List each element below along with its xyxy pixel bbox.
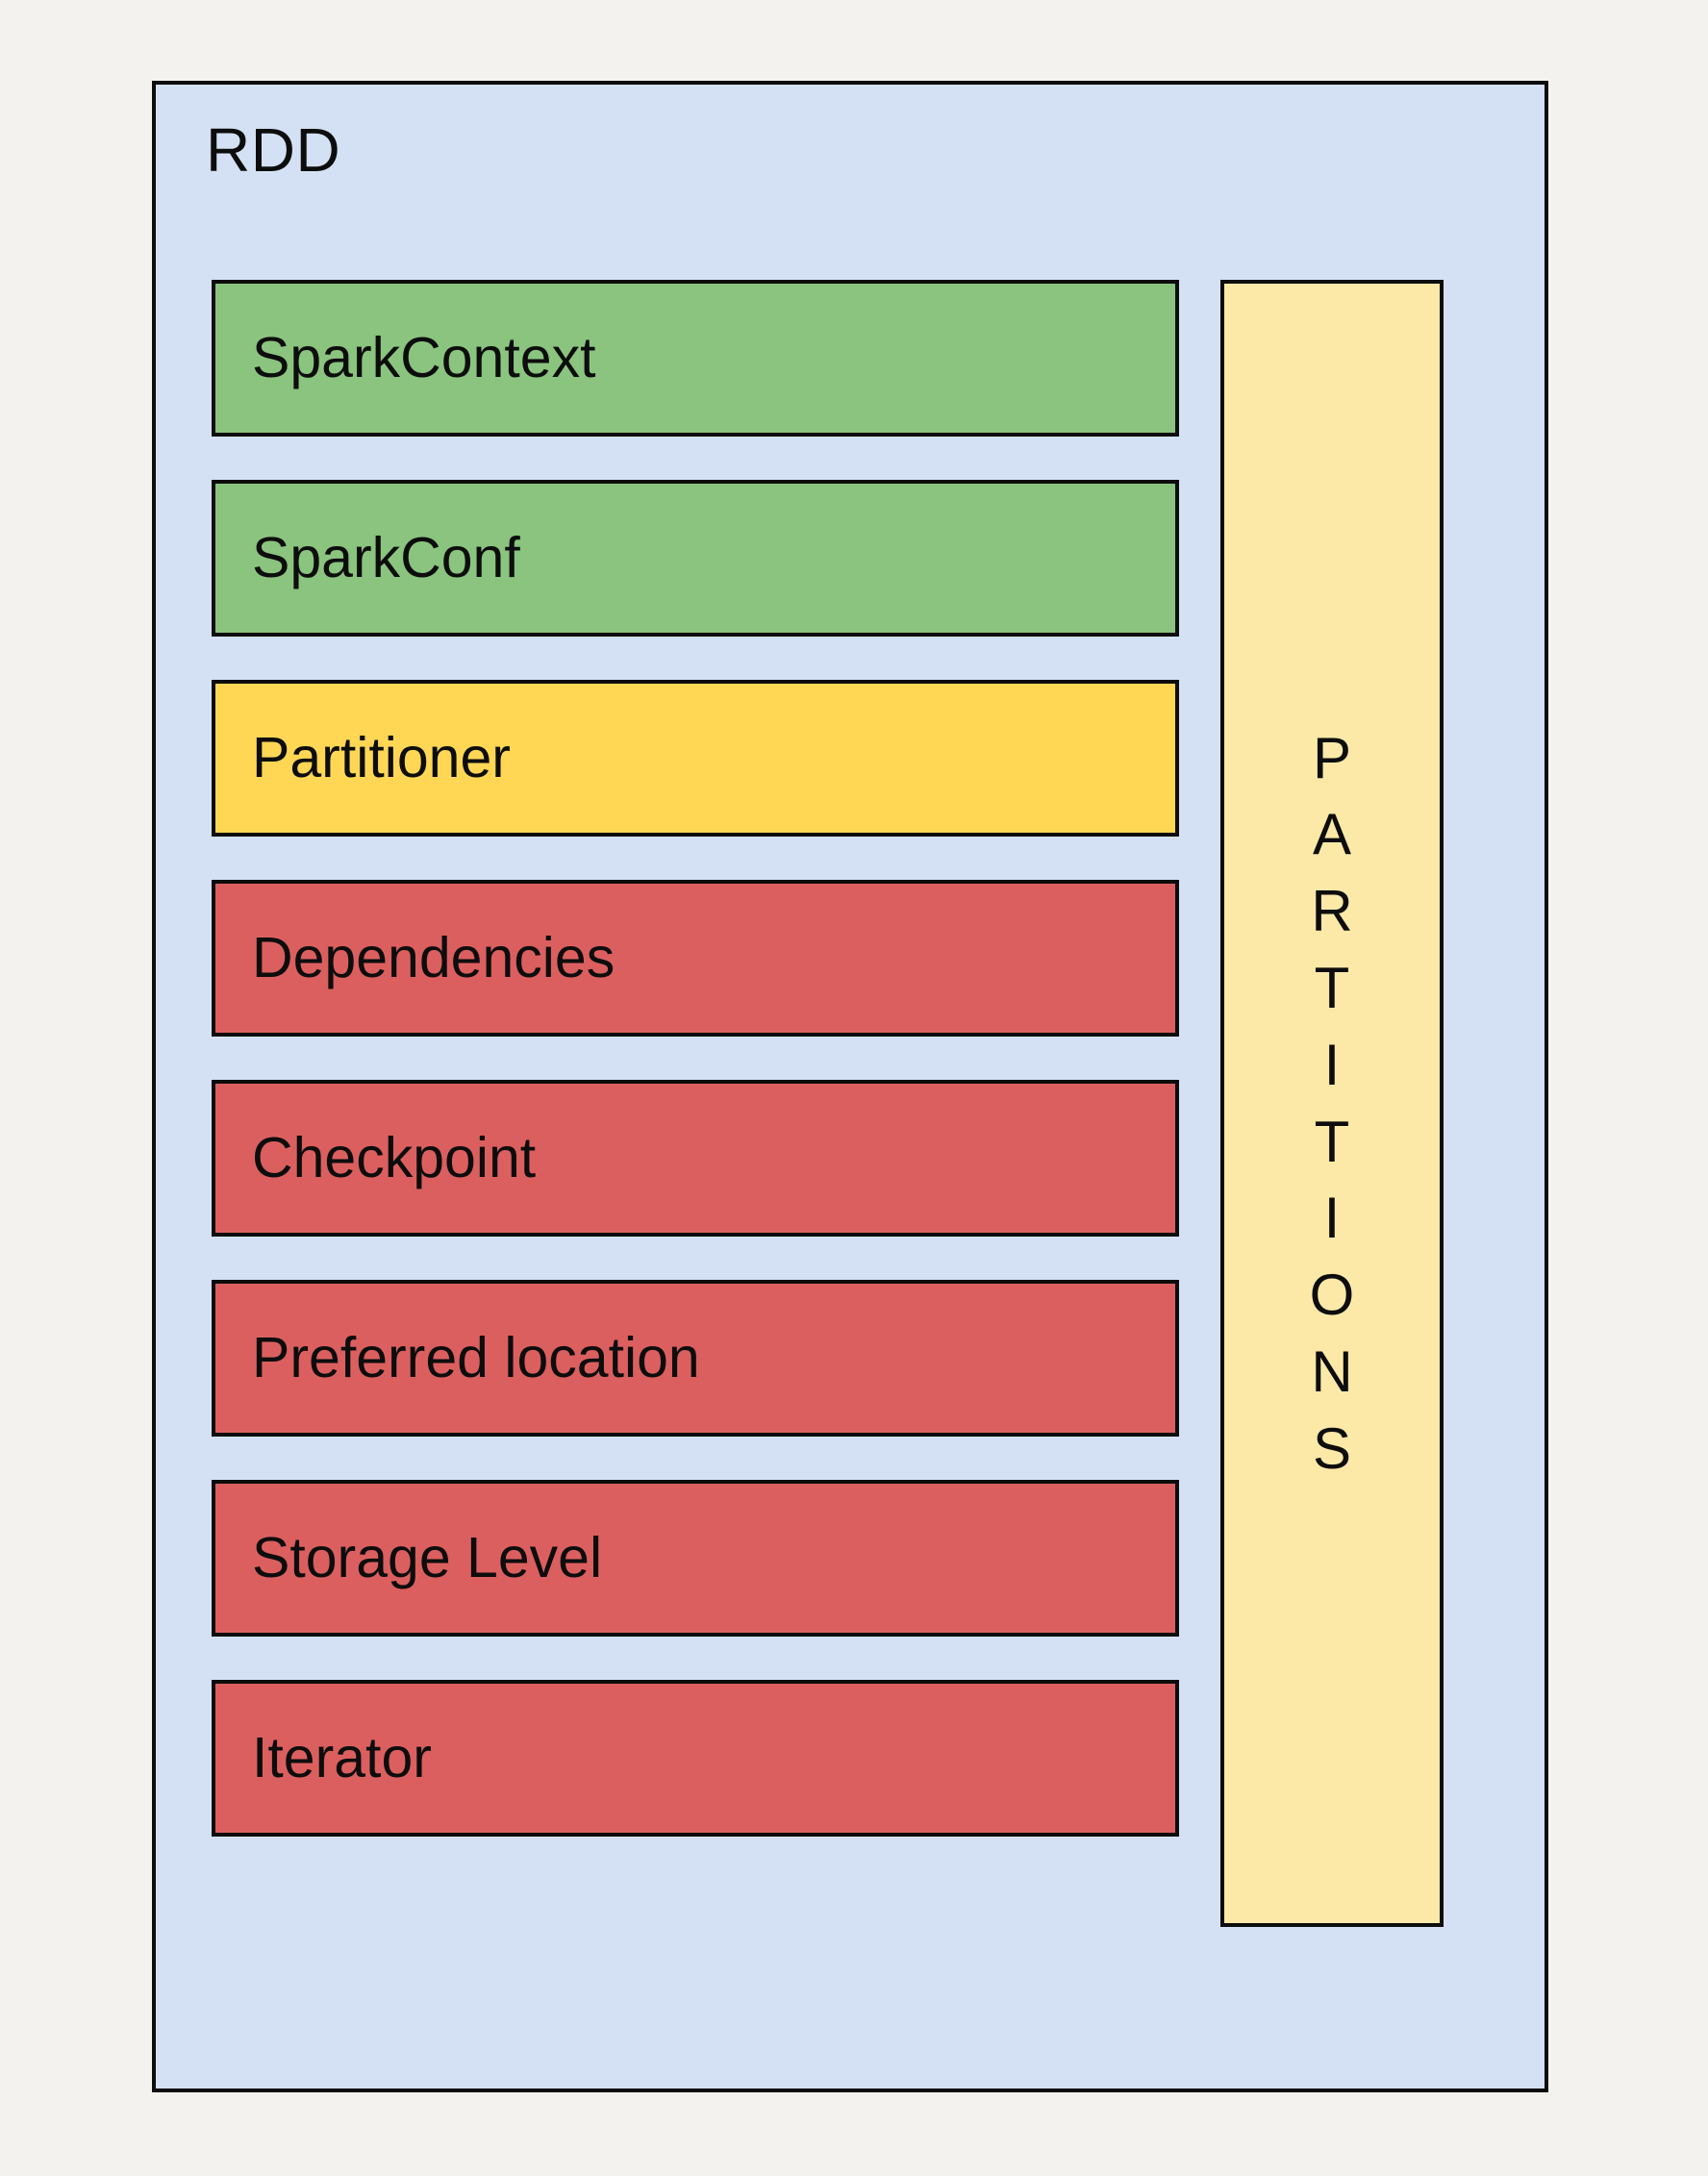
- partitions-letter: T: [1314, 1109, 1350, 1174]
- partitions-letter: I: [1323, 1186, 1341, 1251]
- rdd-title: RDD: [206, 115, 341, 185]
- attribute-label: Preferred location: [252, 1326, 700, 1389]
- attribute-box-iterator[interactable]: Iterator: [212, 1680, 1179, 1837]
- rdd-container: RDD SparkContext SparkConf Partitioner D…: [152, 81, 1548, 2092]
- attribute-box-storage-level[interactable]: Storage Level: [212, 1480, 1179, 1637]
- partitions-letter: O: [1309, 1263, 1355, 1328]
- partitions-letter: P: [1312, 725, 1351, 790]
- attribute-label: SparkContext: [252, 326, 596, 389]
- attribute-box-partitioner[interactable]: Partitioner: [212, 680, 1179, 837]
- rdd-attribute-list: SparkContext SparkConf Partitioner Depen…: [212, 280, 1179, 1837]
- attribute-box-preferred-location[interactable]: Preferred location: [212, 1280, 1179, 1437]
- attribute-box-checkpoint[interactable]: Checkpoint: [212, 1080, 1179, 1237]
- attribute-box-sparkconf[interactable]: SparkConf: [212, 480, 1179, 637]
- attribute-box-dependencies[interactable]: Dependencies: [212, 880, 1179, 1037]
- partitions-letter: R: [1311, 879, 1353, 944]
- partitions-letter: I: [1323, 1032, 1341, 1097]
- partitions-letter: N: [1311, 1338, 1353, 1404]
- partitions-label-vertical: P A R T I T I O N S: [1310, 720, 1355, 1488]
- attribute-label: Iterator: [252, 1726, 432, 1789]
- partitions-letter: T: [1314, 955, 1350, 1020]
- partitions-letter: S: [1312, 1415, 1351, 1481]
- attribute-box-sparkcontext[interactable]: SparkContext: [212, 280, 1179, 437]
- attribute-label: SparkConf: [252, 526, 520, 589]
- partitions-box[interactable]: P A R T I T I O N S: [1220, 280, 1444, 1927]
- attribute-label: Checkpoint: [252, 1126, 537, 1189]
- partitions-letter: A: [1312, 802, 1351, 867]
- attribute-label: Dependencies: [252, 926, 615, 989]
- attribute-label: Storage Level: [252, 1526, 603, 1589]
- attribute-label: Partitioner: [252, 726, 511, 789]
